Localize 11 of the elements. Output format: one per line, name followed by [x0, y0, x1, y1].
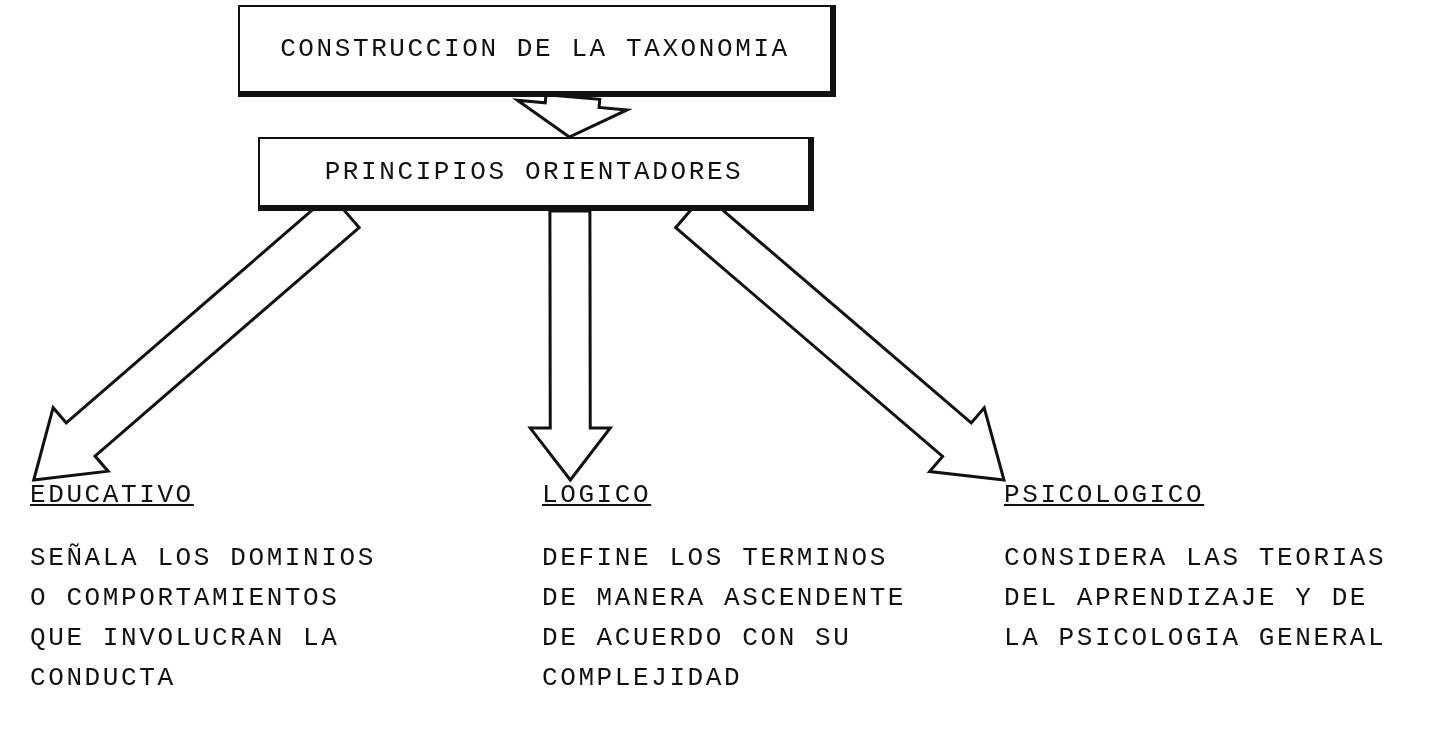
description-text: CONSIDERA LAS TEORIAS DEL APRENDIZAJE Y DE LA PSICOLOGIA GENERAL — [1004, 542, 1388, 655]
category-heading: LOGICO — [542, 480, 652, 510]
category-heading: EDUCATIVO — [30, 480, 194, 510]
box-label: PRINCIPIOS ORIENTADORES — [324, 157, 744, 187]
description-text: DEFINE LOS TERMINOS DE MANERA ASCENDENTE DE ACUERDO CON SU COMPLEJIDAD — [542, 542, 908, 695]
process-box — [238, 5, 836, 97]
box-label: CONSTRUCCION DE LA TAXONOMIA — [280, 34, 790, 64]
process-box — [258, 137, 814, 211]
block-arrow — [527, 209, 614, 483]
category-heading: PSICOLOGICO — [1004, 480, 1205, 510]
description-text: SEÑALA LOS DOMINIOS O COMPORTAMIENTOS QUE INVOLUCRAN LA CONDUCTA — [30, 542, 377, 695]
